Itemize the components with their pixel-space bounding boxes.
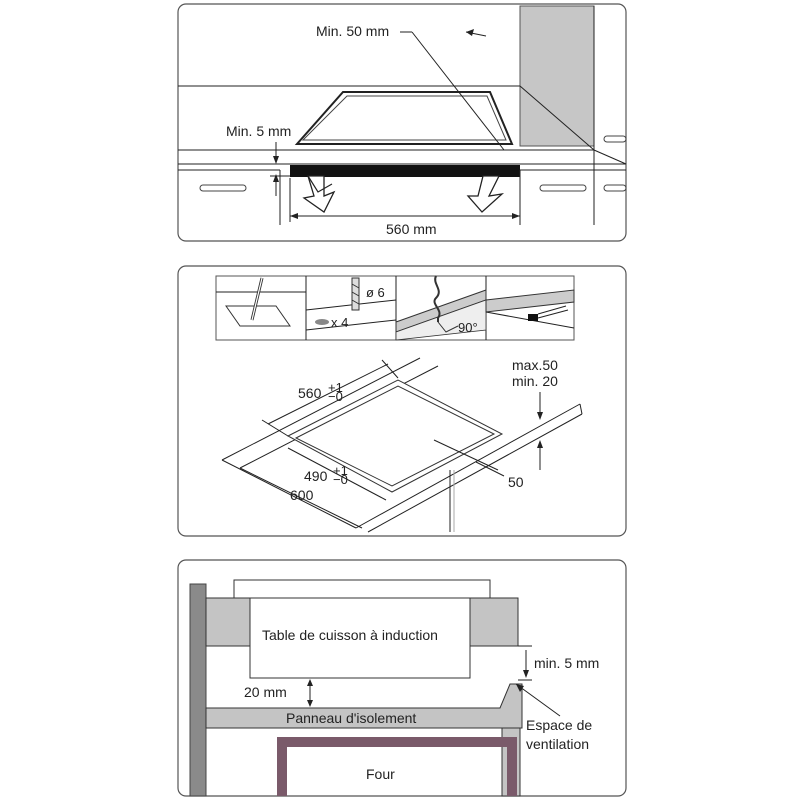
insulation-panel <box>205 683 523 729</box>
label-x4: x 4 <box>331 315 348 330</box>
worktop-right <box>469 597 519 647</box>
panel-cutout-dimensions: x 4 ø 6 90° <box>177 265 627 537</box>
label-600: 600 <box>290 487 314 503</box>
handle <box>539 184 587 192</box>
label-vent-2: ventilation <box>526 736 589 752</box>
worktop-left <box>205 597 251 647</box>
step-2-drill: x 4 ø 6 <box>305 277 397 331</box>
label-min-50: Min. 50 mm <box>316 23 389 39</box>
wall-side <box>519 5 595 147</box>
airflow-arrow <box>466 175 505 213</box>
hob-body <box>249 597 471 679</box>
svg-text:−0: −0 <box>333 472 348 487</box>
label-max50: max.50 <box>512 357 558 373</box>
label-min-5: Min. 5 mm <box>226 123 291 139</box>
svg-text:−0: −0 <box>328 389 343 404</box>
airflow-arrow <box>302 175 336 213</box>
label-min20: min. 20 <box>512 373 558 389</box>
label-90deg: 90° <box>458 320 478 335</box>
label-20mm: 20 mm <box>244 684 287 700</box>
cutout <box>286 379 504 493</box>
label-50: 50 <box>508 474 524 490</box>
svg-text:+1: +1 <box>328 380 343 395</box>
step-1-marking <box>216 277 306 327</box>
label-insulation: Panneau d'isolement <box>286 710 416 726</box>
seal-strip <box>528 314 538 321</box>
step-4-seal <box>485 289 575 329</box>
cutout-opening <box>290 165 520 177</box>
oven-outline <box>277 737 517 796</box>
label-diameter: ø 6 <box>366 285 385 300</box>
svg-text:+1: +1 <box>333 463 348 478</box>
label-oven: Four <box>366 766 395 782</box>
panel-section-view: Table de cuisson à induction min. 5 mm 2… <box>177 559 627 797</box>
label-hob: Table de cuisson à induction <box>262 627 438 643</box>
panel-top-side-view: Min. 50 mm Min. 5 mm 560 mm <box>177 3 627 242</box>
step-3-saw: 90° <box>395 275 487 341</box>
label-560mm: 560 mm <box>386 221 437 237</box>
label-min5mm: min. 5 mm <box>534 655 599 671</box>
saw-blade <box>433 275 441 322</box>
hob-glass <box>233 579 491 599</box>
handle <box>199 184 247 192</box>
hob-top <box>294 91 514 145</box>
label-490: 490 <box>304 468 328 484</box>
cabinet-side-wall <box>189 583 207 797</box>
label-vent-1: Espace de <box>526 717 592 733</box>
label-560: 560 <box>298 385 322 401</box>
